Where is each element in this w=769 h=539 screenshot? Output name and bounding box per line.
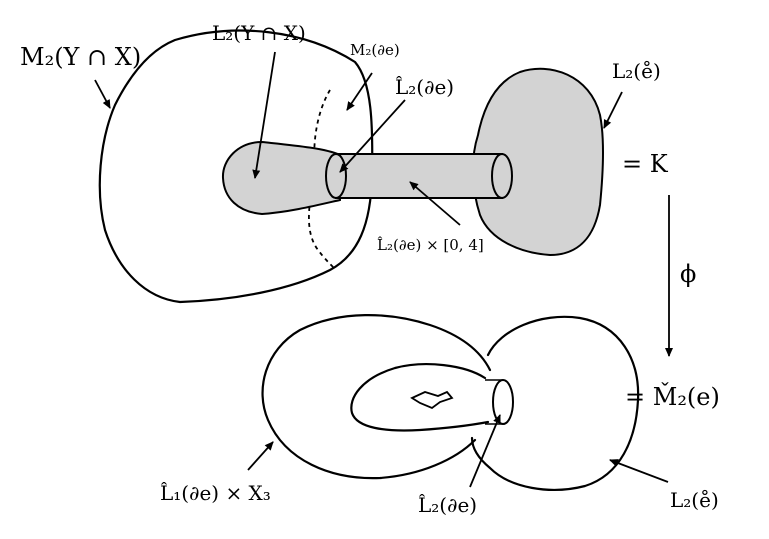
arrow-l2hat-de-interval	[409, 181, 461, 226]
cylinder-right-end	[491, 153, 513, 199]
label-l2-y-cap-x: L₂(Y ∩ X)	[212, 21, 306, 45]
hole-squiggle	[410, 390, 454, 410]
small-cylinder-end	[492, 379, 514, 425]
label-eq-k: = K	[622, 150, 669, 178]
label-l2hat-de-interval: L̂₂(∂e) × [0, 4]	[377, 236, 484, 254]
arrow-m2-y-cap-x	[94, 79, 111, 109]
arrow-l2-ering-top	[603, 91, 623, 129]
boundary-dashed	[308, 89, 335, 269]
arrow-l2-ering-bottom	[609, 459, 669, 483]
label-l1hat-de-x3: L̂₁(∂e) × X₃	[160, 481, 271, 505]
label-l2-ering-bottom: L₂(e̊)	[670, 488, 719, 512]
region-l2-y-cap-x	[221, 140, 341, 216]
cylinder-left-end	[325, 153, 347, 199]
lobe-l2-ering-bottom	[470, 315, 640, 491]
region-l2-ering-top	[471, 67, 605, 257]
lobe-l1hat-x3	[261, 314, 492, 480]
inner-oval	[350, 363, 490, 432]
arrow-l1hat-x3	[247, 441, 274, 471]
arrow-l2-y-cap-x	[252, 51, 276, 179]
label-l2hat-de-top: L̂₂(∂e)	[395, 75, 454, 99]
arrow-l2hat-de-top	[339, 99, 406, 173]
outer-region-m2	[98, 29, 374, 304]
label-m2-y-cap-x: M₂(Y ∩ X)	[20, 43, 141, 71]
label-eq-m2check-e: = M̌₂(e)	[625, 383, 720, 411]
label-phi: ϕ	[680, 260, 696, 288]
label-m2-de: M₂(∂e)	[350, 41, 400, 59]
label-l2hat-de-bottom: L̂₂(∂e)	[418, 493, 477, 517]
arrow-l2hat-de-bottom	[469, 414, 501, 488]
label-l2-ering-top: L₂(e̊)	[612, 59, 661, 83]
arrow-m2-de	[346, 72, 373, 111]
cylinder-body	[335, 153, 503, 199]
